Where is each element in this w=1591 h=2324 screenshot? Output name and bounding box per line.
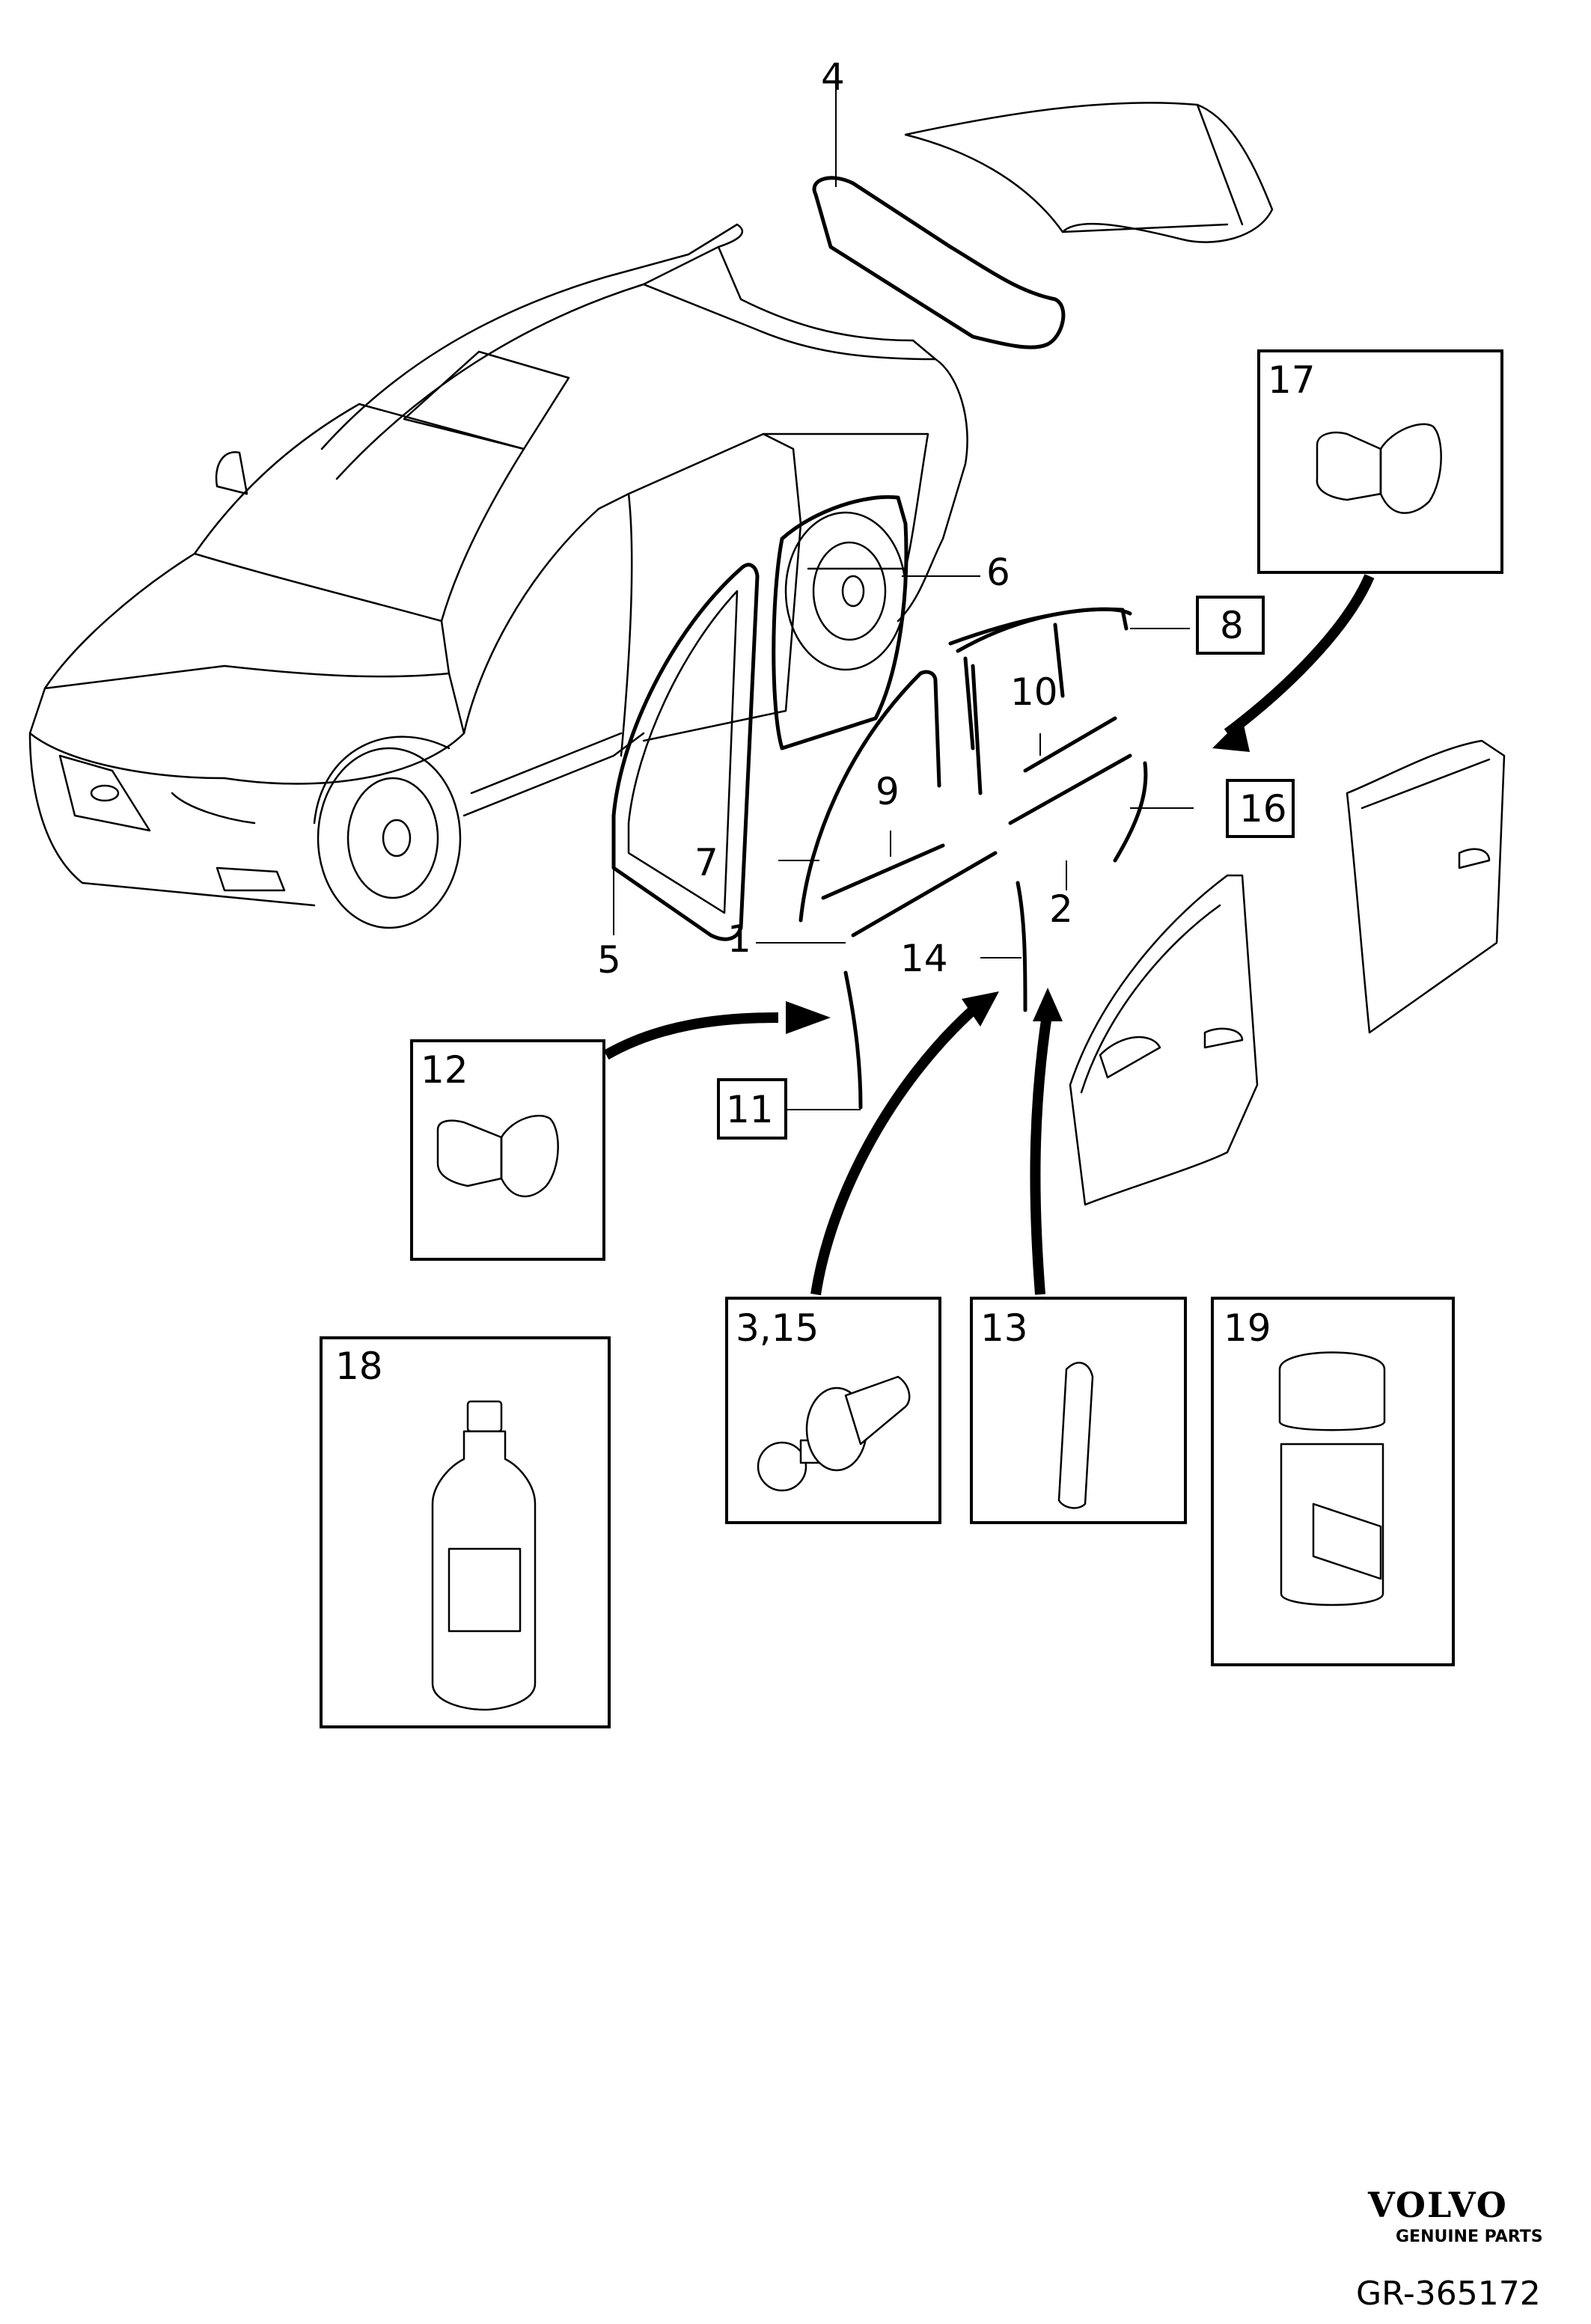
pointer-arrows <box>603 574 1375 1296</box>
c-pillar-strip <box>1053 623 1065 698</box>
callout-4: 4 <box>821 55 845 99</box>
trunk-seal <box>812 176 1066 349</box>
callout-18: 18 <box>335 1345 383 1388</box>
paint-bottle-icon <box>1278 1351 1386 1606</box>
door-strip-14 <box>1016 881 1027 1012</box>
car-illustration <box>28 223 968 929</box>
box-label-8 <box>1196 596 1265 655</box>
door-strip-11 <box>843 970 863 1110</box>
bottle-icon <box>431 1400 537 1711</box>
beltline-moulding-front-outer <box>851 851 998 938</box>
push-clip-icon <box>757 1375 911 1492</box>
clip-17-icon <box>1316 423 1442 514</box>
box-label-16 <box>1226 779 1295 838</box>
callout-10: 10 <box>1010 670 1058 714</box>
callout-16: 16 <box>1239 787 1287 831</box>
beltline-moulding-rear-outer <box>1008 753 1132 825</box>
callout-3-15: 3,15 <box>736 1306 819 1350</box>
callout-13: 13 <box>980 1306 1028 1350</box>
strip-13-icon <box>1057 1362 1094 1509</box>
volvo-logo: VOLVO <box>1367 2185 1508 2225</box>
callout-7: 7 <box>694 841 718 884</box>
trunk-lid <box>904 102 1274 243</box>
door-seal-front <box>611 563 760 941</box>
callout-9: 9 <box>876 770 900 813</box>
genuine-parts-label: GENUINE PARTS <box>1396 2227 1543 2246</box>
callout-1: 1 <box>727 917 751 961</box>
diagram-reference: GR-365172 <box>1356 2275 1541 2313</box>
b-pillar-trim <box>963 656 975 750</box>
leader-lines <box>613 82 1194 1110</box>
callout-14: 14 <box>900 937 948 980</box>
callout-11: 11 <box>726 1088 774 1131</box>
box-label-11 <box>717 1078 787 1140</box>
callout-19: 19 <box>1224 1306 1271 1350</box>
beltline-moulding-front-inner <box>821 843 945 900</box>
rear-wheel <box>784 511 907 671</box>
front-door-illustration <box>1069 874 1259 1206</box>
callout-6: 6 <box>986 551 1010 594</box>
rear-door-strip-16 <box>1113 761 1148 863</box>
window-channel-front <box>798 670 941 923</box>
callout-5: 5 <box>597 938 621 982</box>
rear-door-illustration <box>1346 739 1506 1034</box>
clip-12-icon <box>436 1115 559 1198</box>
callout-12: 12 <box>421 1048 468 1092</box>
door-seal-rear <box>772 495 909 750</box>
door-panel-front-inner <box>627 590 739 914</box>
roof-drip-rear <box>948 607 1132 646</box>
callout-8: 8 <box>1220 604 1244 647</box>
beltline-moulding-rear-inner <box>1023 716 1117 773</box>
callout-17: 17 <box>1268 358 1316 402</box>
callout-2: 2 <box>1049 887 1073 931</box>
